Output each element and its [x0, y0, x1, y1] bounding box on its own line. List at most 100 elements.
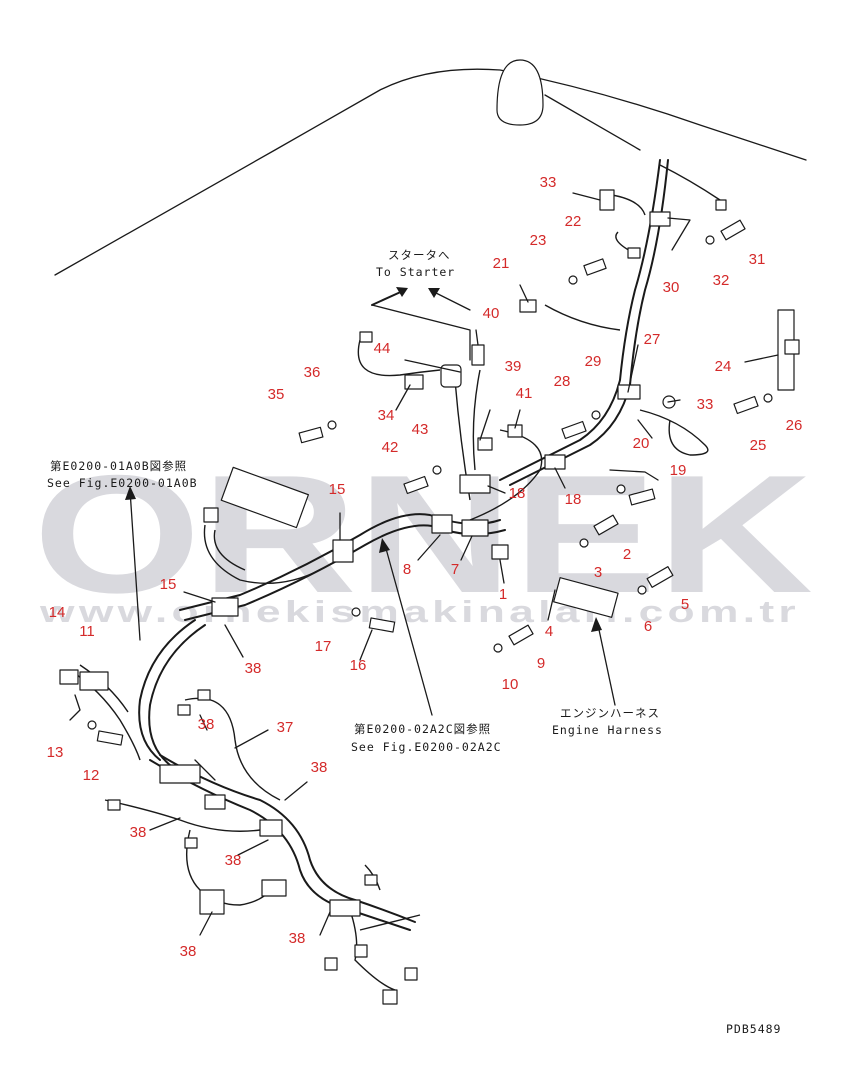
washer-23	[568, 275, 578, 285]
callout-9: 9	[537, 655, 545, 672]
callout-38b: 38	[198, 716, 215, 733]
callout-40: 40	[483, 305, 500, 322]
clamp-18b	[544, 454, 566, 470]
components	[59, 189, 800, 1005]
clamp-34	[404, 374, 424, 390]
drawing-code: PDB5489	[726, 1022, 781, 1036]
clamp-38d	[259, 819, 283, 837]
callout-28: 28	[554, 373, 571, 390]
callout-27: 27	[644, 331, 661, 348]
connector-39	[477, 437, 493, 451]
clamp-38-mid	[159, 764, 201, 784]
connector-lower-a	[364, 874, 378, 886]
callout-18a: 18	[509, 485, 526, 502]
callout-29: 29	[585, 353, 602, 370]
callout-8: 8	[403, 561, 411, 578]
callout-7: 7	[451, 561, 459, 578]
watermark-brand: ORNEK	[33, 440, 813, 628]
callout-18b: 18	[565, 491, 582, 508]
washer-36	[327, 420, 337, 430]
washer-29	[591, 410, 601, 420]
callout-38c: 38	[311, 759, 328, 776]
arrow-head-fig-a	[125, 486, 136, 500]
connector-41	[507, 424, 523, 438]
bolt-35	[298, 426, 324, 444]
callout-15b: 15	[329, 481, 346, 498]
callouts: 33 22 23 21 30 32 31 40 39 41 44 36 35 3…	[47, 174, 803, 960]
callout-38f: 38	[289, 930, 306, 947]
bolt-42	[403, 475, 429, 495]
bolt-16	[368, 617, 396, 633]
clamp-30	[649, 211, 671, 227]
callout-38a: 38	[245, 660, 262, 677]
callout-12: 12	[83, 767, 100, 784]
callout-25: 25	[750, 437, 767, 454]
callout-31: 31	[749, 251, 766, 268]
connector-36-top	[359, 331, 373, 343]
clamp-15b	[332, 539, 354, 563]
arrows	[125, 287, 616, 716]
washer-10	[493, 643, 503, 653]
callout-4: 4	[545, 623, 553, 640]
bracket-1	[491, 544, 509, 560]
callout-42: 42	[382, 439, 399, 456]
callout-19: 19	[670, 462, 687, 479]
callout-21: 21	[493, 255, 510, 272]
connector-lower-g	[107, 799, 121, 811]
callout-39: 39	[505, 358, 522, 375]
clamp-11	[79, 671, 109, 691]
washer-26	[763, 393, 773, 403]
clamp-38e	[199, 889, 225, 915]
washer-43	[432, 465, 442, 475]
connector-24	[784, 339, 800, 355]
bolt-25	[733, 395, 759, 415]
arrow-fig-b	[384, 544, 433, 716]
connector-relay	[203, 507, 219, 523]
fig-b-label-en: See Fig.E0200-02A2C	[351, 740, 502, 754]
terminal-top	[715, 199, 727, 211]
callout-16: 16	[350, 657, 367, 674]
bolt-12	[96, 730, 124, 746]
connector-lower-b	[324, 957, 338, 971]
fig-a-label-en: See Fig.E0200-01A0B	[47, 476, 198, 490]
connector-lower-d	[382, 989, 398, 1005]
callout-36: 36	[304, 364, 321, 381]
washer-17	[351, 607, 361, 617]
bracket-21	[519, 299, 537, 313]
connector-40	[471, 344, 485, 366]
connector-38b	[197, 689, 211, 701]
clamp-7	[461, 519, 489, 537]
bolt-5	[646, 566, 674, 588]
callout-3: 3	[594, 564, 602, 581]
callout-2: 2	[623, 546, 631, 563]
starter-label-jp: スタータへ	[388, 248, 451, 262]
washer-3	[579, 538, 589, 548]
callout-43: 43	[412, 421, 429, 438]
callout-37: 37	[277, 719, 294, 736]
relay-block	[220, 466, 310, 529]
bolt-22	[583, 258, 607, 276]
washer-32	[705, 235, 715, 245]
clamp-18a	[459, 474, 491, 494]
connector-14	[59, 669, 79, 685]
bolt-2	[593, 514, 619, 536]
reference-annotations: スタータへ To Starter 第E0200-01A0B図参照 See Fig…	[47, 248, 781, 1036]
callout-26: 26	[786, 417, 803, 434]
washer-6	[637, 585, 647, 595]
engine-harness-plate	[553, 577, 619, 618]
callout-34: 34	[378, 407, 395, 424]
callout-14: 14	[49, 604, 66, 621]
connector-lower-f	[184, 837, 198, 849]
arrow-fig-a	[129, 489, 141, 641]
watermark: ORNEK www.ornekismakinalari.com.tr	[33, 440, 813, 629]
callout-33b: 33	[697, 396, 714, 413]
connector-22a	[627, 247, 641, 259]
arrow-head-fig-b	[379, 538, 390, 553]
callout-6: 6	[644, 618, 652, 635]
callout-30: 30	[663, 279, 680, 296]
clamp-38c	[204, 794, 226, 810]
connector-lower-e	[404, 967, 418, 981]
bolt-31	[720, 219, 746, 241]
exhaust-cap	[496, 59, 544, 126]
callout-23: 23	[530, 232, 547, 249]
